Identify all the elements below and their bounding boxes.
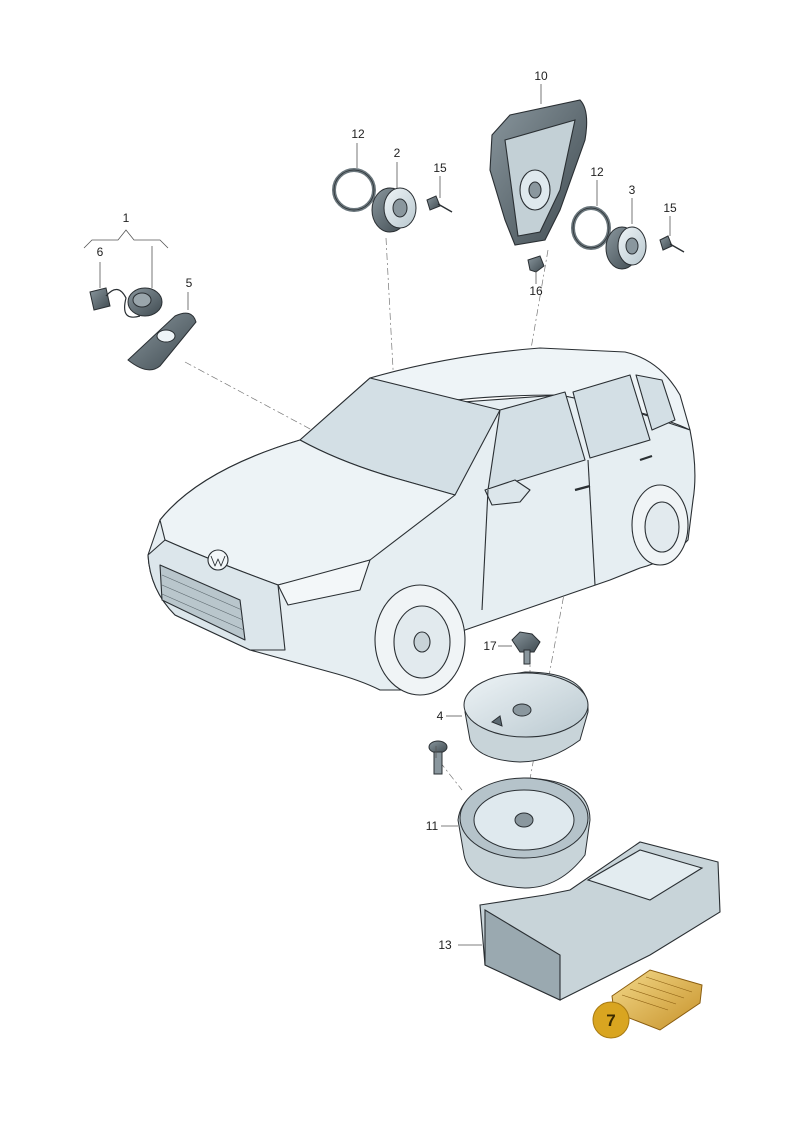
part-15-screw-left bbox=[426, 195, 453, 213]
label-part-16: 16 bbox=[529, 284, 543, 298]
leader-lines bbox=[99, 84, 671, 946]
part-5-gasket bbox=[127, 312, 197, 371]
part-3-speaker bbox=[605, 226, 647, 270]
label-part-2: 2 bbox=[394, 146, 401, 160]
part-1-sensor bbox=[127, 287, 163, 317]
highlight-badge-7[interactable]: 7 bbox=[592, 1001, 630, 1039]
car-body bbox=[147, 347, 696, 696]
part-2-speaker bbox=[371, 187, 417, 233]
part-number-labels: 1 2 3 4 5 6 10 11 12 12 13 15 15 16 17 bbox=[97, 69, 677, 952]
label-part-1: 1 bbox=[123, 211, 130, 225]
part-10-panel bbox=[489, 99, 588, 246]
part-12-ring-left bbox=[332, 168, 376, 212]
label-part-3: 3 bbox=[629, 183, 636, 197]
label-part-6: 6 bbox=[97, 245, 104, 259]
part-17-knob bbox=[511, 631, 541, 665]
label-part-11: 11 bbox=[426, 819, 439, 833]
label-part-12-right: 12 bbox=[590, 165, 604, 179]
part-1-bracket bbox=[83, 229, 169, 249]
label-part-10: 10 bbox=[534, 69, 548, 83]
part-screw-bolt bbox=[428, 740, 448, 775]
part-11-wheel-well bbox=[457, 777, 591, 889]
part-15-screw-right bbox=[659, 235, 685, 253]
part-16-clip bbox=[527, 255, 545, 273]
label-part-5: 5 bbox=[186, 276, 193, 290]
label-part-15-left: 15 bbox=[433, 161, 447, 175]
label-part-15-right: 15 bbox=[663, 201, 677, 215]
label-part-7: 7 bbox=[606, 1011, 615, 1030]
label-part-12-left: 12 bbox=[351, 127, 365, 141]
part-13-foam-tray bbox=[479, 841, 721, 1001]
part-12-ring-right bbox=[571, 206, 611, 250]
part-6-connector bbox=[89, 287, 141, 318]
part-4-subwoofer-lid bbox=[463, 671, 589, 763]
label-part-4: 4 bbox=[437, 709, 444, 723]
label-part-17: 17 bbox=[483, 639, 497, 653]
label-part-13: 13 bbox=[438, 938, 452, 952]
